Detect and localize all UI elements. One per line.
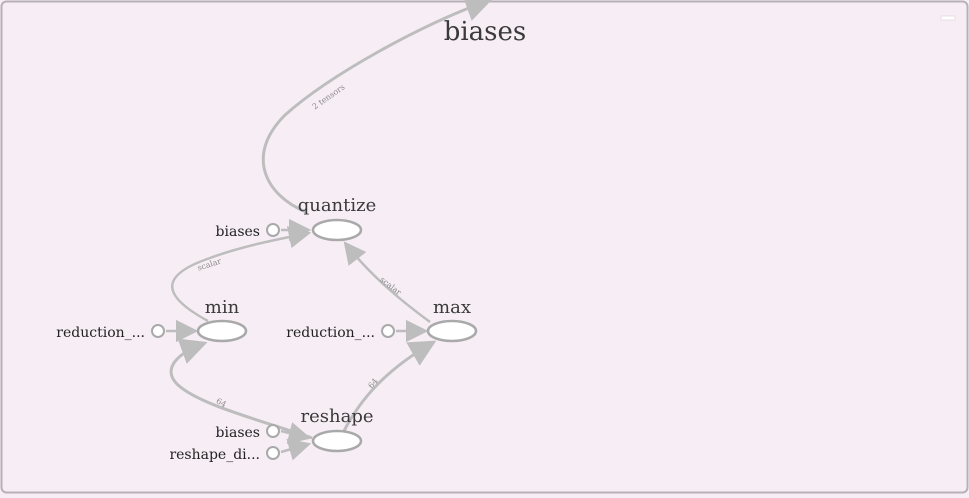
- node-min-shape[interactable]: [196, 319, 248, 343]
- input-reshape-dims[interactable]: reshape_di...: [169, 446, 280, 463]
- input-reshape-dims-label: reshape_di...: [169, 447, 260, 463]
- input-reduction-max[interactable]: reduction_...: [286, 324, 395, 341]
- edge-biases-reshape: [280, 422, 312, 445]
- group-title: biases: [444, 17, 527, 47]
- input-reduction-max-port[interactable]: [381, 324, 395, 338]
- input-biases-reshape-label: biases: [216, 425, 260, 441]
- node-min-label: min: [205, 297, 240, 318]
- edge-max-quantize[interactable]: [343, 241, 431, 324]
- input-reduction-max-label: reduction_...: [286, 325, 375, 341]
- node-max[interactable]: max: [426, 297, 478, 343]
- input-biases-reshape-port[interactable]: [266, 424, 280, 438]
- edge-dims-reshape: [280, 438, 312, 461]
- edge-min-quantize[interactable]: [171, 226, 312, 323]
- edge-quantize-output[interactable]: [261, 0, 493, 214]
- input-reshape-dims-port[interactable]: [266, 446, 280, 460]
- node-quantize-shape[interactable]: [311, 218, 363, 242]
- node-quantize-label: quantize: [298, 195, 377, 216]
- node-max-label: max: [433, 297, 471, 318]
- collapse-button[interactable]: [938, 12, 958, 22]
- input-biases-reshape[interactable]: biases: [216, 424, 280, 441]
- node-min[interactable]: min: [196, 297, 248, 343]
- node-reshape-label: reshape: [301, 406, 374, 427]
- minus-icon: [940, 15, 956, 21]
- edge-label-reshape-min: 64: [215, 396, 228, 409]
- input-biases-quantize[interactable]: biases: [216, 223, 280, 240]
- input-biases-quantize-label: biases: [216, 224, 260, 240]
- node-quantize[interactable]: quantize: [298, 195, 377, 242]
- input-reduction-min-label: reduction_...: [56, 325, 145, 341]
- input-reduction-min[interactable]: reduction_...: [56, 324, 165, 341]
- node-reshape-shape[interactable]: [311, 429, 363, 453]
- input-biases-quantize-port[interactable]: [266, 223, 280, 237]
- node-reshape[interactable]: reshape: [301, 406, 374, 453]
- input-reduction-min-port[interactable]: [151, 324, 165, 338]
- node-max-shape[interactable]: [426, 319, 478, 343]
- edge-reshape-max[interactable]: [342, 340, 437, 432]
